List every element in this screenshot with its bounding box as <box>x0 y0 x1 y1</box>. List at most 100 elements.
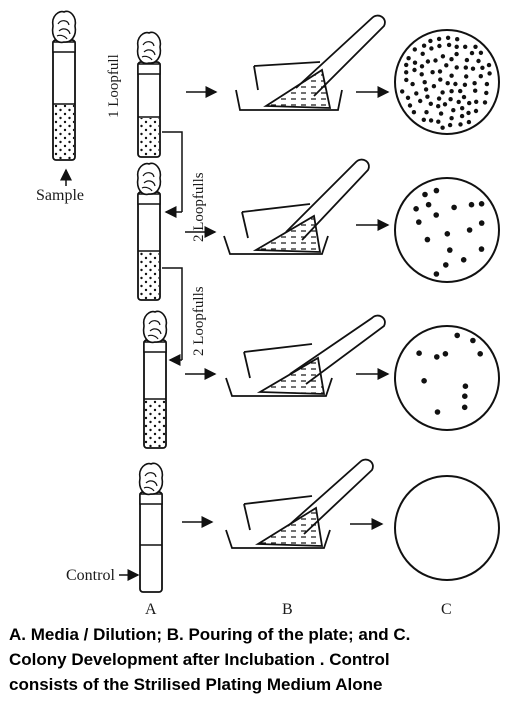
colony-dot <box>456 99 461 105</box>
colony-dot <box>433 187 440 194</box>
colony-dot <box>462 82 468 88</box>
colony-dot <box>454 44 459 49</box>
colony-dot <box>482 100 488 105</box>
caption-line-3: consists of the Strilised Plating Medium… <box>9 675 383 694</box>
colony-dot <box>478 246 485 252</box>
colony-dot <box>404 62 409 68</box>
colony-dot <box>473 108 479 114</box>
colony-dot <box>443 262 449 268</box>
control-label: Control <box>66 567 115 584</box>
colony-dot <box>422 191 428 198</box>
colony-dot <box>428 38 433 44</box>
colony-dot <box>470 66 476 71</box>
colony-dot <box>406 56 411 61</box>
colony-dot <box>469 50 475 56</box>
loopful-label-1: 1 Loopfull <box>106 54 122 118</box>
colony-dot <box>412 47 417 52</box>
colony-dot <box>424 110 429 115</box>
colony-plate-3 <box>394 325 500 431</box>
colony-dot <box>440 125 445 130</box>
colony-dot <box>477 351 484 357</box>
colony-dot <box>462 383 469 390</box>
colony-dot <box>451 204 457 211</box>
colony-dot <box>436 36 442 42</box>
colony-dot <box>472 81 477 86</box>
colony-dot <box>421 43 427 48</box>
colony-dot <box>425 201 432 208</box>
colony-dot <box>433 58 438 63</box>
colony-dot <box>425 94 430 99</box>
colony-dot <box>447 247 453 253</box>
colony-dot <box>445 35 451 40</box>
colony-dot <box>466 110 471 116</box>
colony-dot <box>461 404 468 411</box>
colony-dot <box>424 236 431 243</box>
colony-dot <box>421 117 426 123</box>
colony-dot <box>478 74 483 79</box>
pouring-plate-control <box>225 458 374 549</box>
colony-dot <box>431 84 437 89</box>
colony-plate-control <box>394 475 500 581</box>
colony-dot <box>464 74 469 79</box>
colony-dot <box>460 106 465 111</box>
colonies-sparse <box>416 332 484 415</box>
colony-dot <box>436 104 441 109</box>
colony-dot <box>414 91 419 96</box>
colony-dot <box>451 108 456 113</box>
colony-dot <box>428 101 433 107</box>
column-label-a: A <box>145 601 157 618</box>
pouring-plate-2 <box>223 158 370 255</box>
colony-dot <box>442 102 448 107</box>
colony-dot <box>436 96 442 101</box>
colony-dot <box>468 201 475 208</box>
colony-dot <box>478 50 484 55</box>
colony-dot <box>438 77 443 82</box>
sample-label: Sample <box>36 187 84 204</box>
transfer-bracket-2 <box>162 267 183 366</box>
colony-dot <box>425 59 431 64</box>
column-label-b: B <box>282 601 293 618</box>
colony-dot <box>429 46 434 51</box>
colony-dot <box>466 227 473 233</box>
colony-dot <box>480 65 485 71</box>
colony-dot <box>447 122 453 128</box>
colony-dot <box>413 206 419 212</box>
colony-dot <box>404 77 409 83</box>
colony-dot <box>412 60 418 65</box>
colony-dot <box>453 81 458 87</box>
colony-dot <box>460 257 467 263</box>
dilution-tube-3 <box>142 310 168 449</box>
colony-dot <box>428 118 434 123</box>
dilution-tube-1 <box>136 31 162 158</box>
colony-dot <box>487 71 492 76</box>
colony-dot <box>478 220 485 226</box>
colonies-medium <box>413 187 485 277</box>
colony-dot <box>433 212 440 218</box>
column-label-c: C <box>441 601 452 618</box>
colony-dot <box>419 64 425 69</box>
colony-dot <box>434 354 440 360</box>
colony-dot <box>437 69 443 74</box>
loopful-label-3: 2 Loopfulls <box>191 286 207 356</box>
colony-dot <box>436 119 441 124</box>
colony-dot <box>486 62 492 68</box>
control-tube <box>138 462 164 593</box>
colony-dot <box>484 90 489 96</box>
colony-dot <box>454 332 461 339</box>
colony-dot <box>416 350 422 357</box>
transfer-bracket-1 <box>162 131 183 218</box>
colony-dot <box>445 81 450 86</box>
colony-dot <box>422 80 427 85</box>
colony-dot <box>410 81 415 87</box>
colony-dot <box>430 70 435 75</box>
caption-line-1: A. Media / Dilution; B. Pouring of the p… <box>9 625 411 644</box>
colony-dot <box>421 378 427 384</box>
colony-dot <box>411 110 417 115</box>
colony-dot <box>463 44 468 49</box>
colony-dot <box>434 409 441 415</box>
colony-dot <box>412 67 417 73</box>
colony-dot <box>463 65 468 70</box>
colony-dot <box>455 37 460 42</box>
colony-dot <box>444 63 449 68</box>
colony-dot <box>407 103 413 108</box>
